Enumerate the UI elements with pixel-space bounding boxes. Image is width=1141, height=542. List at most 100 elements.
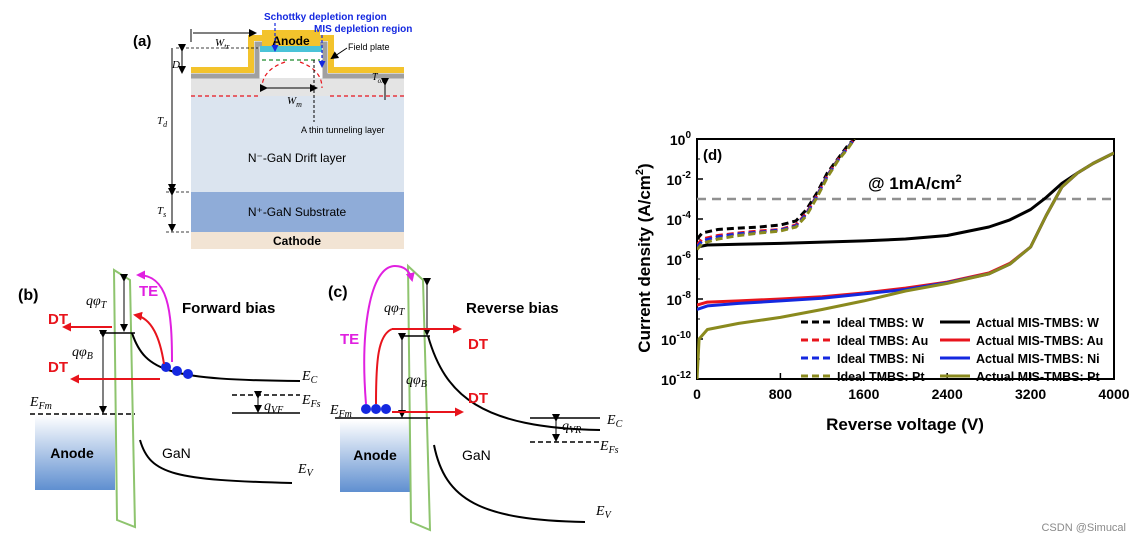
e-fm-label-c: EFm (329, 403, 352, 420)
x-tick-label: 2400 (932, 386, 963, 402)
x-tick-label: 0 (693, 386, 701, 402)
q-phi-t-label-b: qφT (86, 294, 108, 311)
electron-b (183, 369, 193, 379)
te-arrow-b (136, 270, 173, 363)
e-v-label-b: EV (297, 462, 315, 479)
conduction-band-b (131, 332, 301, 382)
panel-c: (c) Anode EFm qVR EC EFs EV GaN qφT qφB … (328, 263, 623, 532)
dt-curve-b (133, 311, 165, 365)
t-d-label: Td (157, 115, 168, 129)
e-fs-label-c: EFs (599, 439, 619, 456)
te-label-b: TE (139, 283, 158, 300)
dt-label-top-b: DT (48, 311, 68, 328)
bias-label-c: Reverse bias (466, 300, 559, 317)
legend-label: Ideal TMBS: Pt (837, 370, 925, 384)
x-axis-label: Reverse voltage (V) (826, 415, 984, 434)
anode-label-b: Anode (50, 445, 94, 461)
e-c-label-b: EC (301, 369, 318, 386)
bias-label-b: Forward bias (182, 300, 275, 317)
cathode-label: Cathode (273, 234, 321, 248)
w-tr-label: Wtr (215, 37, 230, 51)
x-tick-label: 4000 (1098, 386, 1129, 402)
watermark: CSDN @Simucal (1041, 522, 1126, 534)
q-vf-label: qVF (264, 399, 284, 416)
anode-block-c (340, 420, 410, 492)
e-fs-label-b: EFs (301, 393, 321, 410)
valence-band-b (139, 439, 293, 484)
field-plate-arrow (330, 47, 348, 60)
electron-c (361, 404, 371, 414)
dt-curve-c (375, 328, 393, 405)
field-plate-label: Field plate (348, 42, 390, 52)
legend-label: Actual MIS-TMBS: Pt (976, 370, 1100, 384)
e-fm-label-b: EFm (29, 395, 52, 412)
oxide-barrier-c (406, 263, 432, 532)
panel-a: (a) Anode Schottky depletion region MIS … (133, 12, 412, 249)
legend-label: Ideal TMBS: Ni (837, 352, 925, 366)
electron-b (172, 366, 182, 376)
panel-d-chart: (d) @ 1mA/cm2 10010-210-410-610-810-1010… (634, 130, 1130, 434)
te-arrow-c (363, 264, 415, 405)
legend-label: Ideal TMBS: W (837, 316, 924, 330)
t-s-label: Ts (157, 205, 166, 219)
dt-label-bottom-c: DT (468, 390, 488, 407)
y-tick-label: 10-6 (667, 250, 692, 268)
q-phi-b-label-b: qφB (72, 345, 93, 362)
te-label-c: TE (340, 331, 359, 348)
x-tick-label: 800 (769, 386, 793, 402)
anode-label: Anode (272, 34, 310, 48)
legend: Ideal TMBS: W Ideal TMBS: Au Ideal TMBS: N… (801, 316, 1103, 384)
depletion-curve-left (261, 61, 286, 89)
drift-label: N⁻-GaN Drift layer (248, 151, 346, 165)
y-axis-label: Current density (A/cm2) (634, 163, 654, 352)
q-vr-label: qVR (562, 419, 581, 436)
gan-label-c: GaN (462, 447, 491, 463)
y-tick-label: 10-4 (667, 210, 692, 228)
plot-frame (696, 138, 1115, 380)
mis-region-label: MIS depletion region (314, 24, 412, 35)
legend-label: Ideal TMBS: Au (837, 334, 928, 348)
depletion-curve-right (299, 61, 323, 89)
panel-b: (b) Anode EFm qVF EC EFs EV GaN qφT qφB … (18, 268, 321, 529)
w-m-label: Wm (287, 95, 302, 109)
electron-c (381, 404, 391, 414)
tunneling-label: A thin tunneling layer (301, 125, 385, 135)
x-tick-label: 3200 (1015, 386, 1046, 402)
panel-b-label: (b) (18, 287, 38, 304)
panel-d-label: (d) (703, 147, 722, 164)
anode-label-c: Anode (353, 447, 397, 463)
series-line (697, 139, 856, 251)
drift-layer (191, 80, 404, 192)
dt-label-bottom-b: DT (48, 359, 68, 376)
conduction-band-c (427, 335, 601, 431)
schottky-contact (260, 46, 322, 52)
y-tick-label: 10-12 (661, 370, 691, 388)
substrate-layer (191, 192, 404, 232)
y-tick-label: 10-2 (667, 170, 692, 188)
q-phi-t-label-c: qφT (384, 301, 406, 318)
substrate-label: N⁺-GaN Substrate (248, 205, 347, 219)
x-tick-label: 1600 (848, 386, 879, 402)
anode-metal (262, 30, 320, 46)
q-phi-b-label-c: qφB (406, 373, 427, 390)
dt-label-top-c: DT (468, 336, 488, 353)
series-lines (697, 139, 1114, 379)
cathode-layer (191, 232, 404, 249)
schottky-region-label: Schottky depletion region (264, 12, 387, 23)
y-tick-label: 10-10 (661, 330, 691, 348)
valence-band-c (433, 444, 586, 523)
legend-label: Actual MIS-TMBS: W (976, 316, 1099, 330)
series-line (697, 151, 1114, 379)
e-v-label-c: EV (595, 504, 613, 521)
y-tick-label: 100 (670, 130, 692, 148)
e-c-label-c: EC (606, 413, 623, 430)
t-ox-label: Tox (372, 72, 385, 85)
panel-a-label: (a) (133, 33, 151, 50)
x-axis-ticks: 0 800 1600 2400 3200 4000 (693, 373, 1130, 402)
gan-label-b: GaN (162, 445, 191, 461)
d-tr-label: Dtr (171, 59, 186, 73)
electron-c (371, 404, 381, 414)
anode-block-b (35, 415, 115, 490)
